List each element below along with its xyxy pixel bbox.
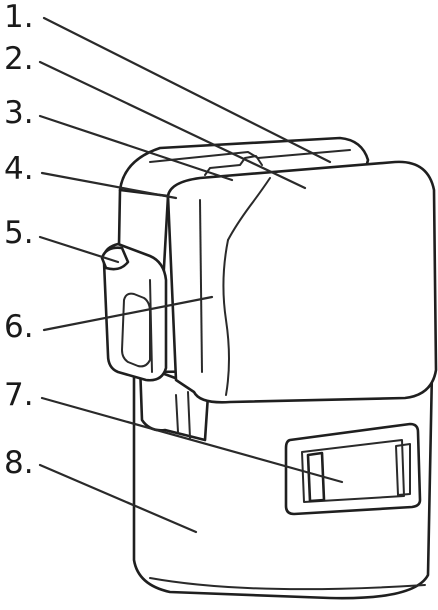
callout-1: 1.: [4, 0, 34, 35]
leader-line-1: [42, 16, 332, 164]
top-ridge-bump: [204, 155, 263, 176]
callout-8: 8.: [4, 445, 34, 481]
leader-line-6: [42, 295, 214, 332]
leader-line-2: [38, 60, 307, 190]
leader-line-5: [38, 235, 120, 264]
callout-2: 2.: [4, 41, 34, 77]
switch-knob: [306, 451, 326, 503]
callout-6: 6.: [4, 309, 34, 345]
front-cover-bulge: [222, 239, 230, 396]
lower-housing-bottom-edge: [149, 577, 426, 591]
lower-housing: [132, 368, 434, 600]
belt-clip-tab: [100, 246, 130, 271]
callout-5: 5.: [4, 215, 34, 251]
front-cover-top-fold: [227, 177, 271, 241]
callout-3: 3.: [4, 95, 34, 131]
front-cover: [166, 160, 438, 404]
leader-line-8: [38, 463, 198, 534]
front-cover-seam: [199, 199, 203, 373]
callout-7: 7.: [4, 377, 34, 413]
belt-clip-strap: [149, 279, 153, 373]
switch-window-inner: [395, 443, 411, 496]
switch-bezel: [284, 422, 422, 516]
callout-4: 4.: [4, 151, 34, 187]
leader-line-7: [40, 396, 344, 484]
switch-window: [301, 439, 405, 503]
leader-line-4: [40, 171, 178, 200]
belt-clip-slot: [121, 292, 151, 368]
leader-line-3: [38, 114, 234, 182]
clip-lower-slot: [175, 391, 191, 439]
top-ridge: [149, 149, 351, 163]
